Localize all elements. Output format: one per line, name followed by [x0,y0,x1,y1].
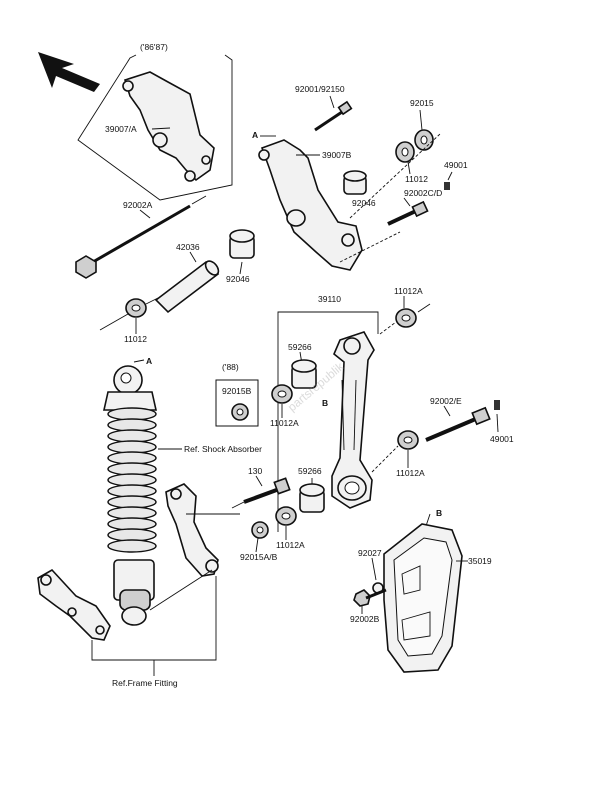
label-ref-shock-absorber: Ref. Shock Absorber [184,444,262,454]
bolt-92001-92150: 92001/92150 [295,84,353,132]
inset-86-87-panel: ('86'87) 39007/A [77,42,233,201]
rocker-bracket-39007b: A 39007B [252,130,363,271]
label-11012a-mid: 11012A [270,418,299,428]
frame-fitting-left-bracket [37,568,111,641]
spring-coil [107,440,157,454]
spring-coil [107,517,157,531]
label-39007a: 39007/A [105,124,137,134]
label-92015b: 92015B [222,386,252,396]
label-49001-right: 49001 [490,434,514,444]
front-direction-arrow-icon [38,52,100,92]
label-92002c-d: 92002C/D [404,188,442,198]
bolt-92002c-d: 92002C/D [387,188,442,226]
spring-coil [107,429,157,443]
label-59266-top: 59266 [288,342,312,352]
label-92002-e: 92002/E [430,396,462,406]
label-130: 130 [248,466,262,476]
label-39007b: 39007B [322,150,352,160]
washer-11012a-mid: 11012A [270,384,299,428]
sleeve-42036: 42036 [154,242,220,314]
shock-absorber: A Ref. Shock Absorber [103,356,262,626]
label-92046-top: 92046 [352,198,376,208]
washer-11012-top: 11012 [395,141,428,184]
ref-frame-fitting-label-group: Ref.Frame Fitting [91,576,217,688]
label-year-88: ('88) [222,362,239,372]
label-59266-bottom: 59266 [298,466,322,476]
spring-coil [107,473,157,487]
bolt-92002b: 92002B [350,588,387,624]
washer-92027: 92027 [358,548,384,594]
label-11012a-right2: 11012A [396,468,425,478]
tie-rod-39110: 39110 B [277,294,379,532]
callout-a-shock: A [146,356,152,366]
spring-coil [107,407,157,421]
bushing-92046-mid: 92046 [226,229,255,284]
label-11012-left: 11012 [124,334,147,344]
bolt-92002a: 92002A [75,195,207,279]
callout-a-top: A [252,130,258,140]
collar-59266-bottom: 59266 [298,466,325,513]
washer-11012a-right: 11012A [379,286,431,335]
spring-coil [107,528,157,542]
spring-coil [107,495,157,509]
callout-b-rod: B [322,398,328,408]
bolt-130: 130 [231,466,291,509]
label-42036: 42036 [176,242,200,252]
washer-11012-left: 11012 [99,297,159,344]
spring-coil [107,462,157,476]
spring-coil [107,451,157,465]
spring-coil [107,418,157,432]
spring-coil [107,484,157,498]
label-49001-top: 49001 [444,160,468,170]
label-ref-frame-fitting: Ref.Frame Fitting [112,678,178,688]
label-92015-top: 92015 [410,98,434,108]
label-39110: 39110 [318,294,341,304]
label-92027: 92027 [358,548,382,558]
spring-coil [107,539,157,553]
collar-59266-top: 59266 [288,342,317,389]
inset-88-nut-92015b: ('88) 92015B [215,362,259,427]
frame-fitting-right-bracket [149,483,240,611]
label-11012-top: 11012 [405,174,428,184]
washer-11012a-right2: 11012A [371,430,425,478]
label-92002a: 92002A [123,200,153,210]
label-35019: 35019 [468,556,492,566]
label-92001-92150: 92001/92150 [295,84,345,94]
bushing-92046-top: 92046 [343,170,376,208]
callout-b-guard: B [436,508,442,518]
grease-nipple-49001-right: 49001 [490,400,514,444]
label-11012a-bottom: 11012A [276,540,305,550]
label-year-86-87: ('86'87) [140,42,168,52]
nut-92015a-b: 92015A/B [240,521,278,562]
label-92046-mid: 92046 [226,274,250,284]
label-11012a-right: 11012A [394,286,423,296]
label-92015a-b: 92015A/B [240,552,278,562]
nut-92015-top: 92015 [410,98,434,151]
bolt-92002-e: 92002/E [425,396,491,442]
label-92002b: 92002B [350,614,380,624]
washer-11012a-bottom: 11012A [275,506,305,550]
grease-nipple-49001-top: 49001 [444,160,468,190]
spring-coil [107,506,157,520]
mud-guard-35019: B 35019 [383,508,492,673]
